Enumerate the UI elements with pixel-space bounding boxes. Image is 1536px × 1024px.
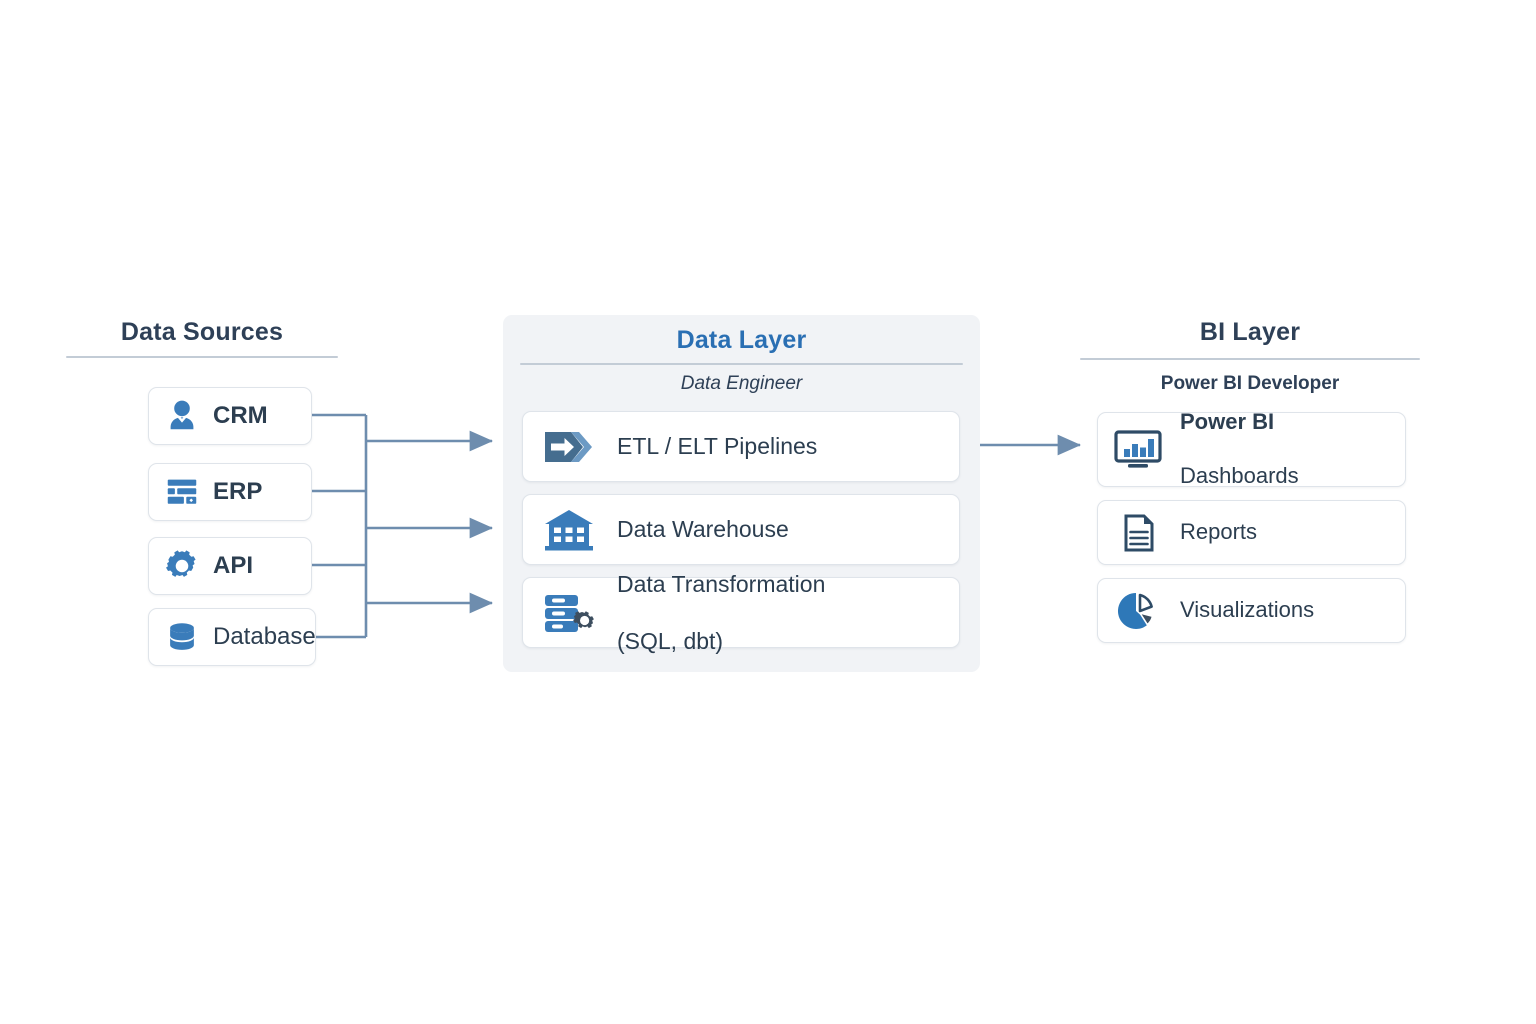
bi-card-visualizations[interactable]: Visualizations bbox=[1097, 578, 1406, 643]
database-cylinder-icon bbox=[159, 614, 205, 660]
role-power-bi-developer: Power BI Developer bbox=[1160, 373, 1340, 394]
monitor-barchart-icon bbox=[1110, 425, 1166, 475]
source-label-api: API bbox=[213, 552, 254, 580]
bi-label-visualizations: Visualizations bbox=[1180, 597, 1315, 623]
role-data-engineer: Data Engineer bbox=[680, 373, 803, 394]
data-layer-label-transformation-line2: (SQL, dbt) bbox=[617, 627, 724, 654]
column-title-data-sources: Data Sources bbox=[120, 318, 284, 346]
bi-label-reports: Reports bbox=[1180, 519, 1258, 545]
data-layer-label-etl: ETL / ELT Pipelines bbox=[617, 433, 818, 460]
document-lines-icon bbox=[1110, 508, 1166, 558]
source-card-database[interactable]: Database bbox=[148, 608, 316, 666]
divider-data-layer bbox=[520, 363, 963, 365]
warehouse-building-icon bbox=[539, 503, 599, 557]
user-icon bbox=[159, 393, 205, 439]
gear-icon bbox=[159, 543, 205, 589]
table-grid-icon bbox=[159, 469, 205, 515]
column-title-data-layer: Data Layer bbox=[676, 326, 807, 354]
bi-card-power-bi-dashboards[interactable]: Power BI Dashboards bbox=[1097, 409, 1406, 488]
source-label-crm: CRM bbox=[213, 402, 268, 430]
source-label-database: Database bbox=[213, 623, 316, 651]
data-layer-card-warehouse[interactable]: Data Warehouse bbox=[522, 494, 960, 565]
data-layer-label-warehouse: Data Warehouse bbox=[617, 516, 789, 543]
source-card-api[interactable]: API bbox=[148, 537, 312, 595]
source-label-erp: ERP bbox=[213, 478, 263, 506]
pie-chart-icon bbox=[1110, 586, 1166, 636]
source-card-erp[interactable]: ERP bbox=[148, 463, 312, 521]
data-layer-label-transformation-line1: Data Transformation bbox=[617, 571, 826, 598]
data-layer-card-etl[interactable]: ETL / ELT Pipelines bbox=[522, 411, 960, 482]
source-card-crm[interactable]: CRM bbox=[148, 387, 312, 445]
column-title-bi-layer: BI Layer bbox=[1199, 318, 1301, 346]
data-layer-card-transformation[interactable]: Data Transformation (SQL, dbt) bbox=[522, 571, 960, 654]
database-gear-icon bbox=[539, 586, 599, 640]
bi-label-power-bi-dashboards: Power BI Dashboards bbox=[1180, 382, 1299, 516]
data-layer-label-transformation: Data Transformation (SQL, dbt) bbox=[617, 542, 825, 682]
pipeline-arrows-icon bbox=[539, 420, 599, 474]
divider-data-sources bbox=[66, 356, 338, 358]
bi-label-power-bi-line1: Power BI bbox=[1180, 409, 1275, 435]
bi-label-power-bi-line2: Dashboards bbox=[1180, 462, 1299, 488]
bi-card-reports[interactable]: Reports bbox=[1097, 500, 1406, 565]
divider-bi-layer bbox=[1080, 358, 1420, 360]
